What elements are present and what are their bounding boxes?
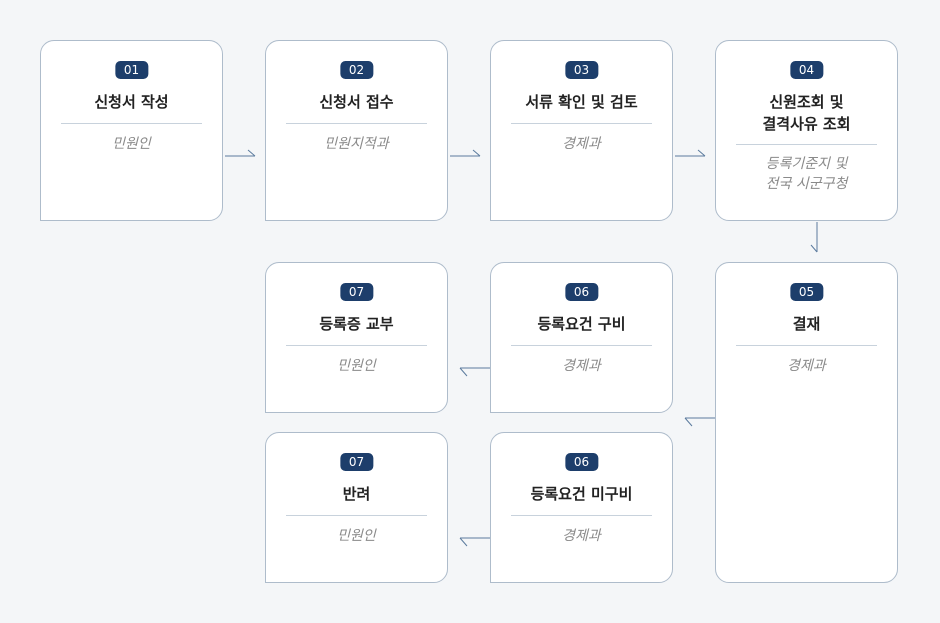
step-card-05: 05 결재 경제과 <box>715 262 898 583</box>
step-card-02: 02 신청서 접수 민원지적과 <box>265 40 448 221</box>
step-number-badge: 04 <box>789 61 824 79</box>
step-number-badge: 07 <box>339 453 374 471</box>
arrow-06-07 <box>459 367 490 377</box>
arrow-05-06 <box>684 417 715 427</box>
step-department: 민원인 <box>112 136 151 152</box>
step-title: 신청서 접수 <box>319 93 394 111</box>
step-card-07-return: 07 반려 민원인 <box>265 432 448 583</box>
step-number-badge: 03 <box>564 61 599 79</box>
step-department: 민원인 <box>337 358 376 374</box>
step-department: 민원지적과 <box>324 136 389 152</box>
arrow-02-03 <box>450 149 481 157</box>
step-department: 경제과 <box>562 136 601 152</box>
step-number-badge: 01 <box>114 61 149 79</box>
step-number-badge: 05 <box>789 283 824 301</box>
step-department: 등록기준지 및 전국 시군구청 <box>765 156 848 192</box>
step-department: 민원인 <box>337 528 376 544</box>
arrow-01-02 <box>225 149 256 157</box>
divider <box>736 144 877 145</box>
arrow-06-07-reject <box>459 537 490 547</box>
divider <box>61 123 202 124</box>
step-card-03: 03 서류 확인 및 검토 경제과 <box>490 40 673 221</box>
step-card-06-rejected: 06 등록요건 미구비 경제과 <box>490 432 673 583</box>
step-title: 결재 <box>792 315 821 333</box>
step-card-06-approved: 06 등록요건 구비 경제과 <box>490 262 673 413</box>
step-department: 경제과 <box>562 358 601 374</box>
divider <box>286 123 427 124</box>
step-card-01: 01 신청서 작성 민원인 <box>40 40 223 221</box>
step-title: 반려 <box>342 485 371 503</box>
divider <box>286 345 427 346</box>
step-number-badge: 07 <box>339 283 374 301</box>
step-number-badge: 02 <box>339 61 374 79</box>
step-number-badge: 06 <box>564 283 599 301</box>
step-department: 경제과 <box>562 528 601 544</box>
step-title: 등록요건 미구비 <box>530 485 633 503</box>
step-department: 경제과 <box>787 358 826 374</box>
divider <box>511 345 652 346</box>
step-number-badge: 06 <box>564 453 599 471</box>
step-title: 등록요건 구비 <box>537 315 626 333</box>
divider <box>511 123 652 124</box>
arrow-04-05 <box>810 222 818 253</box>
step-title: 등록증 교부 <box>319 315 394 333</box>
step-title: 신원조회 및 결격사유 조회 <box>762 93 851 133</box>
arrow-03-04 <box>675 149 706 157</box>
step-card-07-issue: 07 등록증 교부 민원인 <box>265 262 448 413</box>
divider <box>736 345 877 346</box>
step-card-04: 04 신원조회 및 결격사유 조회 등록기준지 및 전국 시군구청 <box>715 40 898 221</box>
step-title: 서류 확인 및 검토 <box>525 93 638 111</box>
step-title: 신청서 작성 <box>94 93 169 111</box>
divider <box>511 515 652 516</box>
divider <box>286 515 427 516</box>
